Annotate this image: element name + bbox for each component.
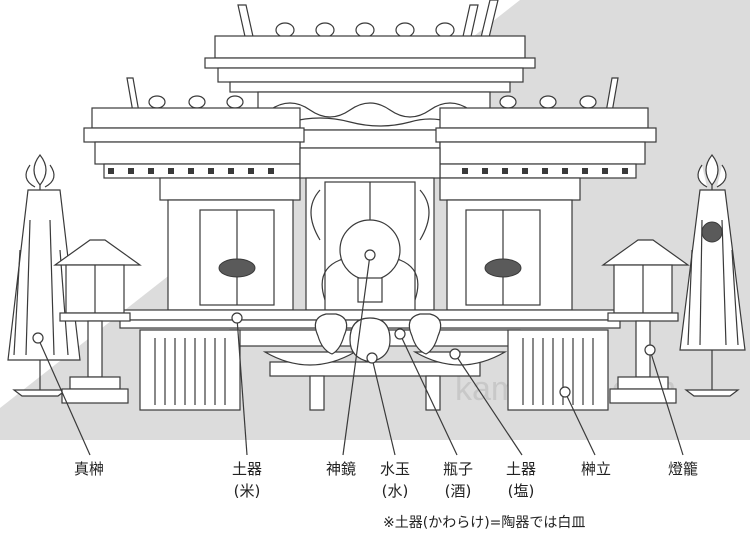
label-masakaki: 真榊 [73,460,104,478]
left-fence [139,329,241,411]
label-heishi: 瓶子 (酒) [442,460,473,500]
label-mizutama: 水玉 (水) [379,460,410,500]
label-shinkyo: 神鏡 [325,460,356,478]
label-doki-shio: 土器 (塩) [505,460,536,500]
footnote: ※土器(かわらけ)=陶器では白皿 [383,515,586,531]
label-sakakitate: 榊立 [580,460,611,478]
left-lantern [53,239,142,404]
right-hall [439,177,581,311]
label-doki-kome: 土器 (米) [231,460,262,500]
label-toro: 燈籠 [667,460,698,478]
side-roofs [83,77,657,179]
right-lantern [601,239,690,404]
left-hall [159,177,301,311]
leader-lines [32,249,684,456]
right-masakaki [679,154,746,397]
right-fence [507,329,609,411]
